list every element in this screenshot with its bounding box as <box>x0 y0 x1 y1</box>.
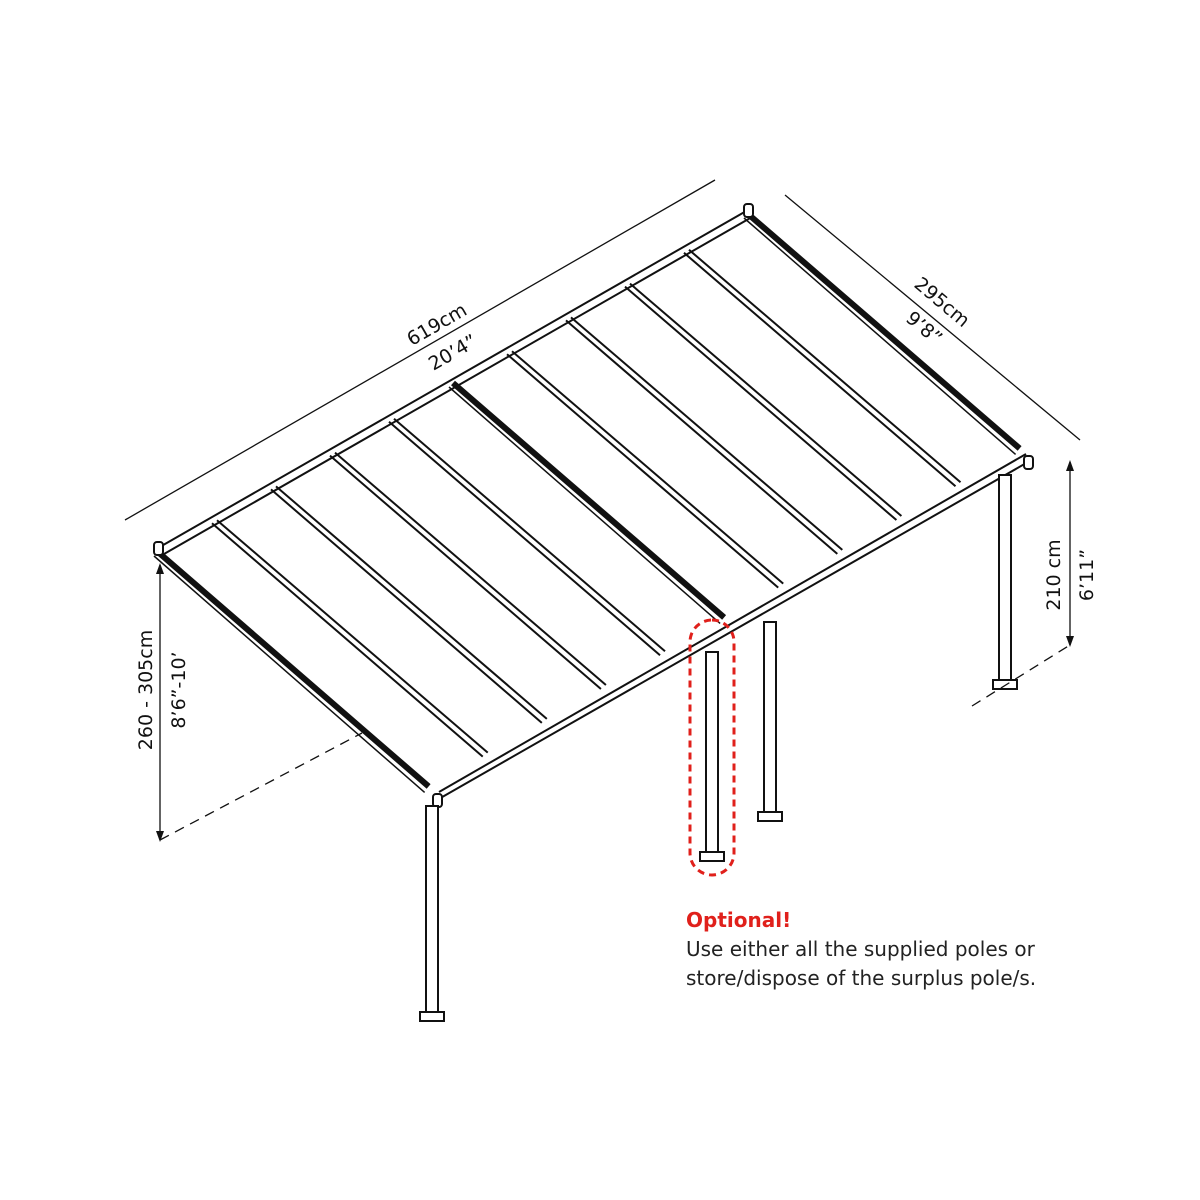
main-rafter <box>746 211 1022 451</box>
post-optional <box>705 651 719 853</box>
main-rafter-edge <box>153 555 426 794</box>
arrowheads <box>156 460 1074 842</box>
rafter-edge <box>683 252 957 487</box>
back-right-cap <box>743 203 754 218</box>
rafter-edge <box>624 285 898 521</box>
front-beam-top <box>438 453 1027 793</box>
rafter-edge <box>388 421 661 656</box>
length-dimension-line <box>124 179 716 521</box>
back-left-cap <box>153 541 164 556</box>
post-optional-base <box>699 851 725 862</box>
optional-note-line-2: store/dispose of the surplus pole/s. <box>686 966 1037 990</box>
main-rafter-edge <box>448 386 721 625</box>
posts <box>419 474 1018 1022</box>
rafter <box>334 451 607 686</box>
main-rafter-edge <box>743 217 1017 456</box>
rafter <box>570 316 843 551</box>
depth-dimension-line <box>784 194 1081 441</box>
main-rafter <box>156 549 431 789</box>
front-right-cap <box>1023 455 1034 470</box>
post-front-left-base <box>419 1011 445 1022</box>
rafter <box>393 418 666 652</box>
post-middle-base <box>757 811 783 822</box>
front-beam <box>436 461 1029 801</box>
dimension-lines <box>124 179 1081 841</box>
post-front-right <box>998 474 1012 681</box>
rafter <box>629 282 903 517</box>
roof <box>153 203 1034 808</box>
optional-note-title: Optional! <box>686 908 792 932</box>
optional-note-line-1: Use either all the supplied poles or <box>686 937 1035 961</box>
post-middle <box>763 621 777 813</box>
optional-pole-highlight <box>688 618 736 877</box>
main-rafter <box>451 380 727 620</box>
optional-note: Optional! Use either all the supplied po… <box>686 906 1036 993</box>
rafter-edge <box>211 522 484 758</box>
front-height-cm-label: 210 cm <box>1043 539 1065 610</box>
rafter <box>688 249 962 483</box>
rafter-edge <box>329 454 602 690</box>
rafter <box>216 519 489 754</box>
post-front-right-base <box>992 679 1018 690</box>
rafter <box>275 485 548 720</box>
back-beam <box>157 209 749 549</box>
back-height-cm-label: 260 - 305cm <box>135 630 157 750</box>
front-height-ft-label: 6’11” <box>1076 549 1098 601</box>
ground-dashed-line-left <box>159 732 363 841</box>
rafter-edge <box>270 488 543 724</box>
back-height-ft-label: 8’6”-10’ <box>168 651 190 728</box>
post-front-left <box>425 805 439 1013</box>
rafter <box>511 350 784 585</box>
rafter-edge <box>506 353 779 589</box>
ground-dashed-line-right <box>971 644 1071 707</box>
rafter-edge <box>565 319 838 555</box>
